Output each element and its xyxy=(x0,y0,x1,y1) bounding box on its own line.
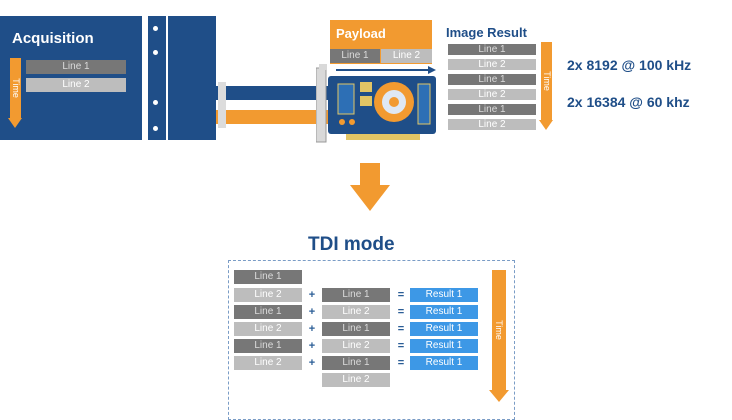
tdi-row-a: Line 1 xyxy=(234,305,302,319)
equals-sign: = xyxy=(397,289,405,301)
equals-sign: = xyxy=(397,323,405,335)
acquisition-title: Acquisition xyxy=(12,30,94,47)
tdi-result: Result 1 xyxy=(410,356,478,370)
down-arrow-head xyxy=(350,185,390,211)
screw-icon xyxy=(153,50,158,55)
tdi-result: Result 1 xyxy=(410,339,478,353)
payload-line-2: Line 2 xyxy=(381,49,432,63)
screw-icon xyxy=(153,26,158,31)
camera-box-divider xyxy=(166,16,168,140)
tdi-row-a: Line 1 xyxy=(234,339,302,353)
acquisition-time-arrow: Time xyxy=(10,58,21,118)
plus-sign: + xyxy=(308,357,316,369)
tdi-time-label: Time xyxy=(494,320,504,340)
image-result-line: Line 1 xyxy=(448,104,536,115)
plus-sign: + xyxy=(308,306,316,318)
tdi-row-a: Line 2 xyxy=(234,322,302,336)
tdi-time-arrowhead xyxy=(489,390,509,402)
acquisition-line-2: Line 2 xyxy=(26,78,126,92)
screw-icon xyxy=(153,100,158,105)
tdi-row-b: Line 1 xyxy=(322,322,390,336)
down-arrow-icon xyxy=(360,163,380,185)
image-result-line: Line 1 xyxy=(448,74,536,85)
tdi-row-b: Line 1 xyxy=(322,288,390,302)
navy-cable xyxy=(216,86,336,100)
image-result-title: Image Result xyxy=(446,25,527,40)
tdi-row-b: Line 2 xyxy=(322,339,390,353)
image-result-time-label: Time xyxy=(541,71,552,91)
tdi-result: Result 1 xyxy=(410,305,478,319)
payload-line-1: Line 1 xyxy=(330,49,380,63)
image-result-time-arrowhead xyxy=(539,120,553,130)
tdi-time-arrow: Time xyxy=(492,270,506,390)
acquisition-line-1: Line 1 xyxy=(26,60,126,74)
plus-sign: + xyxy=(308,289,316,301)
tdi-row-b: Line 1 xyxy=(322,356,390,370)
tdi-row-a: Line 2 xyxy=(234,356,302,370)
acquisition-time-label: Time xyxy=(10,78,21,98)
payload-title: Payload xyxy=(336,26,386,41)
equals-sign: = xyxy=(397,306,405,318)
tdi-last-line: Line 2 xyxy=(322,373,390,387)
image-result-line: Line 2 xyxy=(448,59,536,70)
screw-icon xyxy=(153,126,158,131)
equals-sign: = xyxy=(397,357,405,369)
frame-grabber-card-icon xyxy=(316,64,436,143)
camera-box xyxy=(148,16,216,140)
image-result-time-arrow: Time xyxy=(541,42,552,120)
spec-2: 2x 16384 @ 60 khz xyxy=(567,94,690,110)
tdi-first-line: Line 1 xyxy=(234,270,302,284)
image-result-line: Line 2 xyxy=(448,89,536,100)
orange-cable xyxy=(216,110,336,124)
image-result-line: Line 1 xyxy=(448,44,536,55)
plus-sign: + xyxy=(308,323,316,335)
spec-1: 2x 8192 @ 100 kHz xyxy=(567,57,692,73)
tdi-result: Result 1 xyxy=(410,322,478,336)
tdi-result: Result 1 xyxy=(410,288,478,302)
image-result-line: Line 2 xyxy=(448,119,536,130)
acquisition-time-arrowhead xyxy=(8,118,22,128)
plus-sign: + xyxy=(308,340,316,352)
tdi-row-a: Line 2 xyxy=(234,288,302,302)
cable-connector xyxy=(218,82,226,128)
equals-sign: = xyxy=(397,340,405,352)
tdi-title: TDI mode xyxy=(308,234,395,255)
tdi-row-b: Line 2 xyxy=(322,305,390,319)
